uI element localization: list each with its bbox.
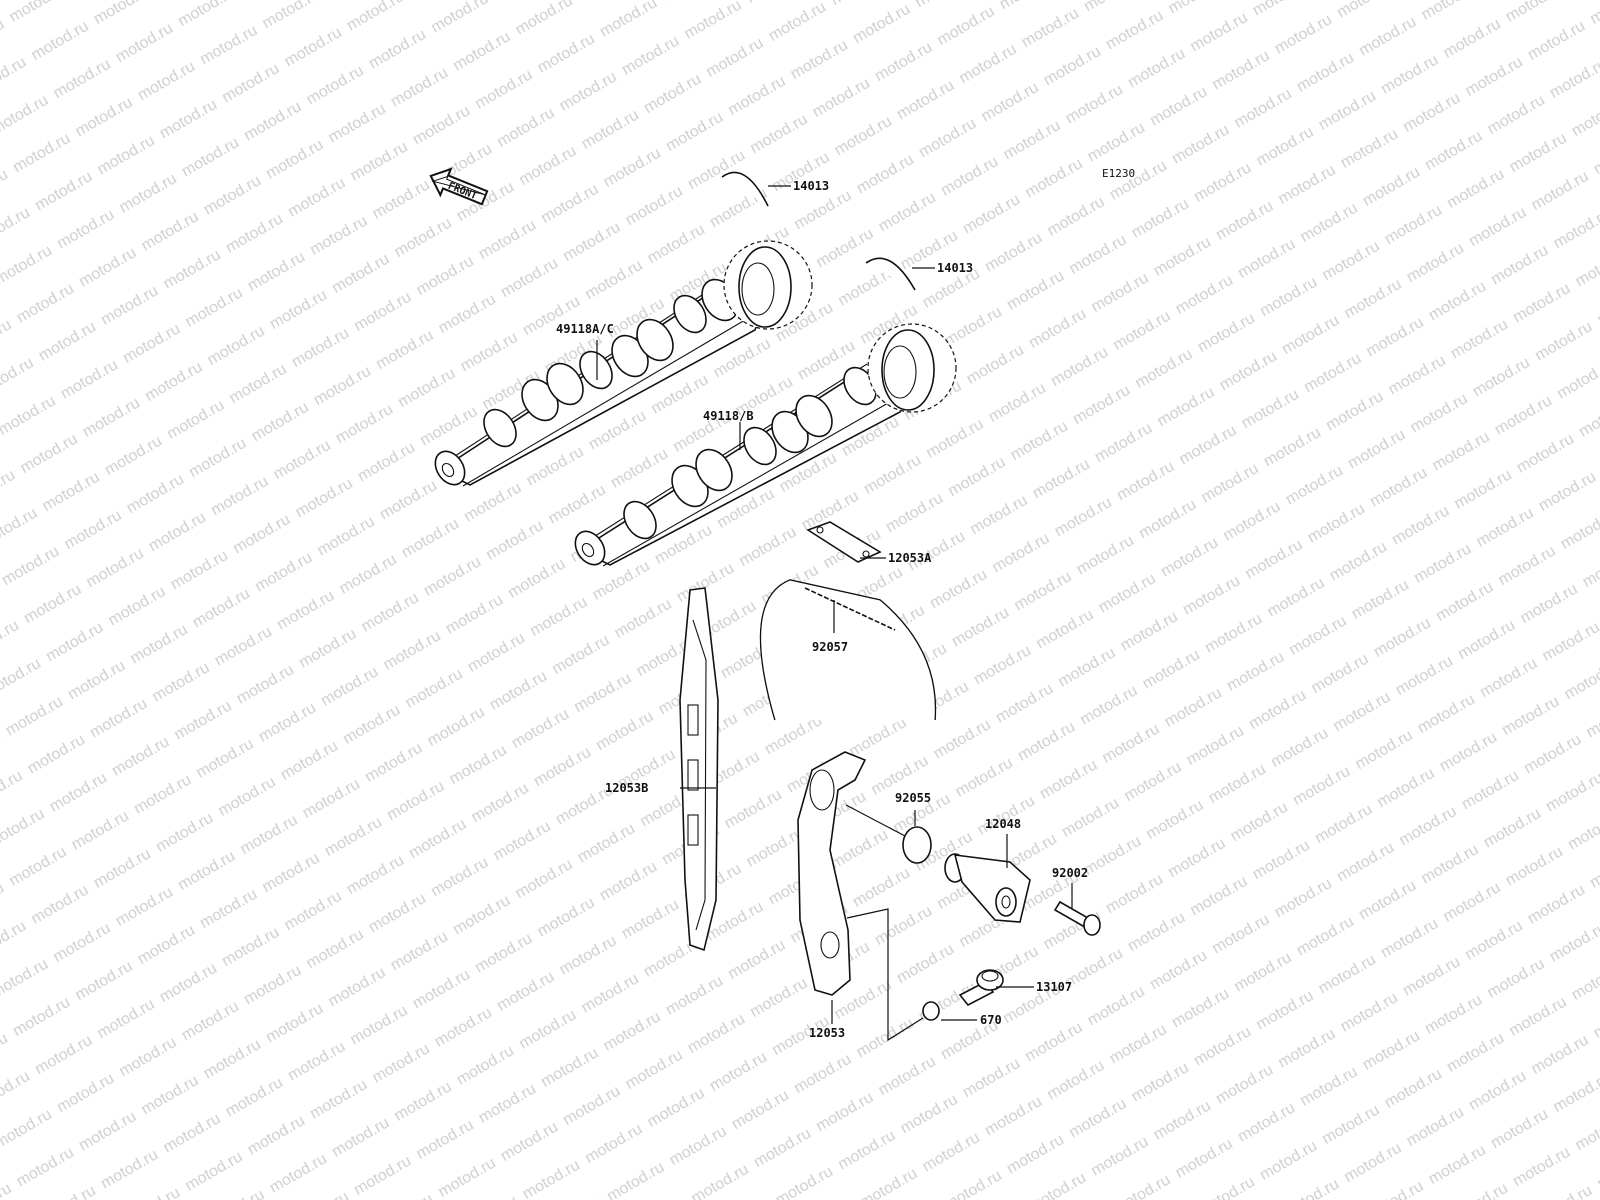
camshaft-intake xyxy=(574,323,957,567)
callout-49118b: 49118/B xyxy=(703,409,754,423)
diagram-code: E1230 xyxy=(1102,167,1135,180)
leader-lines xyxy=(596,185,1073,1042)
callout-49118ac: 49118A/C xyxy=(556,322,614,336)
front-arrow-icon: FRONT xyxy=(429,167,489,206)
callout-13107: 13107 xyxy=(1036,980,1072,994)
circlip-lower xyxy=(865,257,916,291)
callout-12053a: 12053A xyxy=(888,551,932,565)
bolt-92002 xyxy=(1053,900,1101,936)
circlip-upper xyxy=(721,171,769,207)
callout-14013-upper: 14013 xyxy=(793,179,829,193)
callout-92055: 92055 xyxy=(895,791,931,805)
callout-14013-lower: 14013 xyxy=(937,261,973,275)
o-ring-large xyxy=(902,826,932,864)
chain-guide-top xyxy=(806,521,882,563)
o-ring-small xyxy=(922,1001,940,1021)
chain-guide-front xyxy=(679,587,719,952)
plug-13107 xyxy=(958,969,1004,1007)
camshaft-exhaust xyxy=(434,240,813,487)
chain-tensioner-guide xyxy=(797,751,867,996)
callout-12048: 12048 xyxy=(985,817,1021,831)
callout-12053: 12053 xyxy=(809,1026,845,1040)
callout-670: 670 xyxy=(980,1013,1002,1027)
cam-chain xyxy=(759,579,937,721)
chain-tensioner xyxy=(944,853,1031,923)
callout-12053b: 12053B xyxy=(605,781,648,795)
callout-92002: 92002 xyxy=(1052,866,1088,880)
callout-92057: 92057 xyxy=(812,640,848,654)
